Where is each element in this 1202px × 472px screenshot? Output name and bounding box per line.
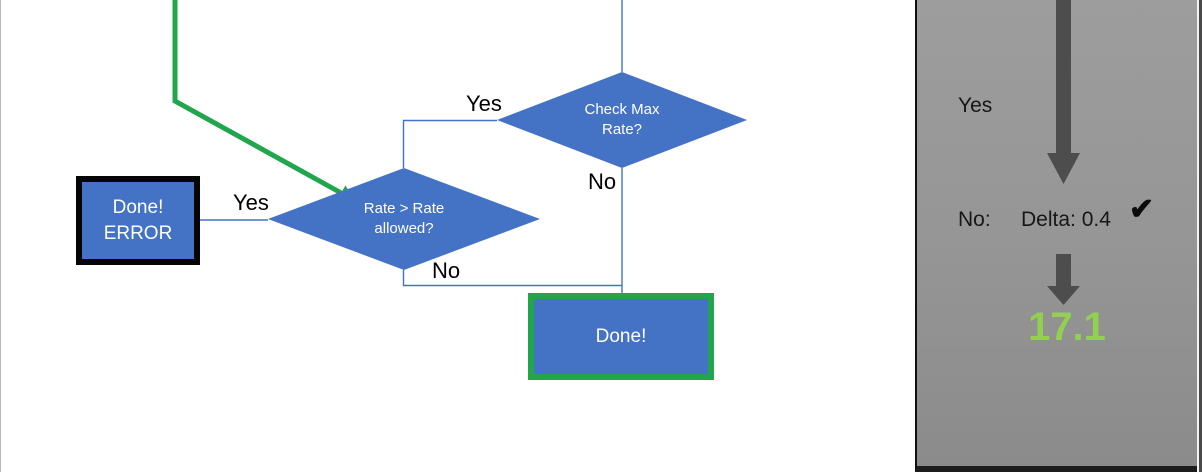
canvas-left-edge-line xyxy=(0,0,1,472)
panel-arrows xyxy=(1047,0,1080,305)
panel-right-gap xyxy=(1197,0,1199,472)
terminal-done-error[interactable]: Done! ERROR xyxy=(76,176,200,265)
edge-label-rate-yes: Yes xyxy=(233,190,269,215)
terminal-label: Done! ERROR xyxy=(103,196,173,244)
side-summary-panel: Yes No: Delta: 0.4 ✔ 17.1 xyxy=(915,0,1197,472)
down-arrow-shaft xyxy=(1056,254,1071,288)
decision-rate-allowed[interactable]: Rate > Rate allowed? xyxy=(268,168,540,270)
panel-yes-label: Yes xyxy=(958,94,993,117)
down-arrow-shaft xyxy=(1056,0,1071,155)
panel-delta-value: Delta: 0.4 xyxy=(1021,208,1111,231)
green-flow-line xyxy=(172,0,345,197)
panel-no-label: No: xyxy=(958,208,991,231)
edge-label-checkmax-yes: Yes xyxy=(466,91,502,116)
terminal-label: Done! xyxy=(595,325,647,347)
decision-check-max-rate[interactable]: Check Max Rate? xyxy=(497,72,747,168)
decision-label: Check Max Rate? xyxy=(584,100,660,138)
down-arrow-icon xyxy=(1047,153,1080,184)
checkmark-icon: ✔ xyxy=(1129,193,1155,226)
down-arrow-icon xyxy=(1047,286,1080,305)
connector-checkmax-yes xyxy=(402,119,497,168)
decision-label: Rate > Rate allowed? xyxy=(363,199,445,237)
panel-result-value: 17.1 xyxy=(1028,305,1106,349)
edge-label-rate-no: No xyxy=(432,258,461,283)
edge-label-checkmax-no: No xyxy=(588,169,617,194)
terminal-done[interactable]: Done! xyxy=(528,293,714,380)
window-right-edge xyxy=(1199,0,1202,472)
